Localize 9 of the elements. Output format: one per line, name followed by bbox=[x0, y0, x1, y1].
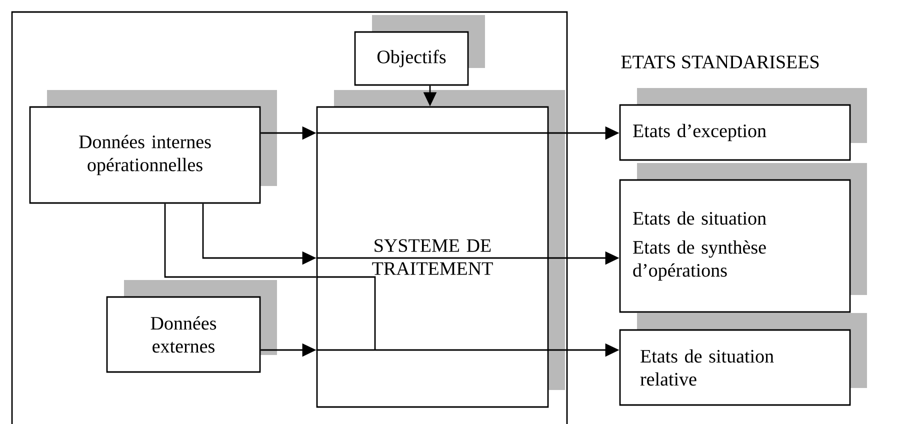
output-box: Etats d’exception bbox=[619, 88, 867, 161]
process-box: SYSTEME DE TRAITEMENT bbox=[316, 90, 565, 408]
output-box: Etats de situation relative bbox=[619, 313, 867, 406]
input-box: Données internes opérationnelles bbox=[29, 90, 277, 204]
output-box: Etats de situation Etats de synthèse d’opérations bbox=[619, 163, 867, 313]
frame bbox=[11, 11, 568, 424]
input-box: Objectifs bbox=[354, 15, 485, 86]
group-heading: ETATS STANDARISEES bbox=[621, 56, 819, 68]
input-box: Données externes bbox=[106, 280, 277, 373]
